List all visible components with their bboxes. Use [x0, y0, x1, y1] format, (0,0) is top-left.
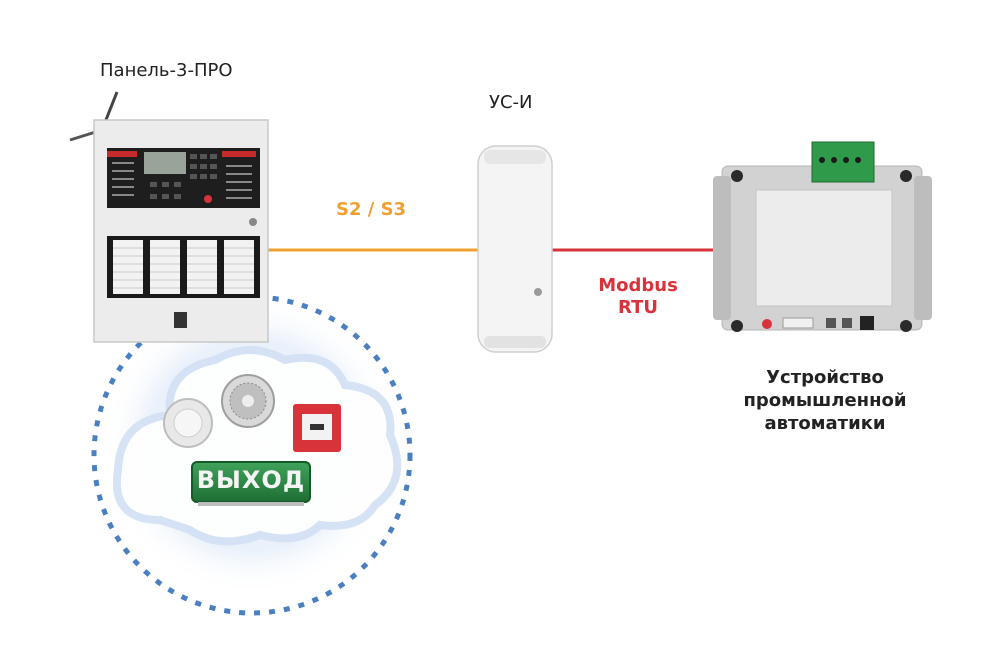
converter-device [477, 145, 553, 353]
converter-label: УС-И [489, 92, 533, 113]
s2-s3-link-label: S2 / S3 [336, 199, 407, 220]
smoke-detector-icon [163, 398, 213, 448]
automation-device-label: Устройство промышленной автоматики [720, 366, 930, 435]
manual-call-point-icon [293, 404, 341, 452]
cloud-shape [112, 346, 402, 546]
detector-zone [91, 294, 413, 616]
modbus-link-label: Modbus RTU [588, 275, 688, 319]
panel-logo [174, 312, 187, 328]
exit-sign-text: ВЫХОД [196, 466, 306, 494]
panel-label: Панель-3-ПРО [100, 60, 233, 81]
converter-led [534, 288, 542, 296]
modbus-label-line2: RTU [618, 297, 658, 318]
device-label-line3: автоматики [764, 413, 886, 434]
exit-sign-icon [191, 461, 311, 506]
automation-device [713, 141, 932, 332]
siren-speaker-icon [221, 374, 275, 428]
device-label-line2: промышленной [743, 390, 907, 411]
device-label-line1: Устройство [766, 367, 884, 388]
panel-device [69, 91, 269, 343]
modbus-label-line1: Modbus [598, 275, 678, 296]
zone-dotted-circle [91, 294, 413, 616]
